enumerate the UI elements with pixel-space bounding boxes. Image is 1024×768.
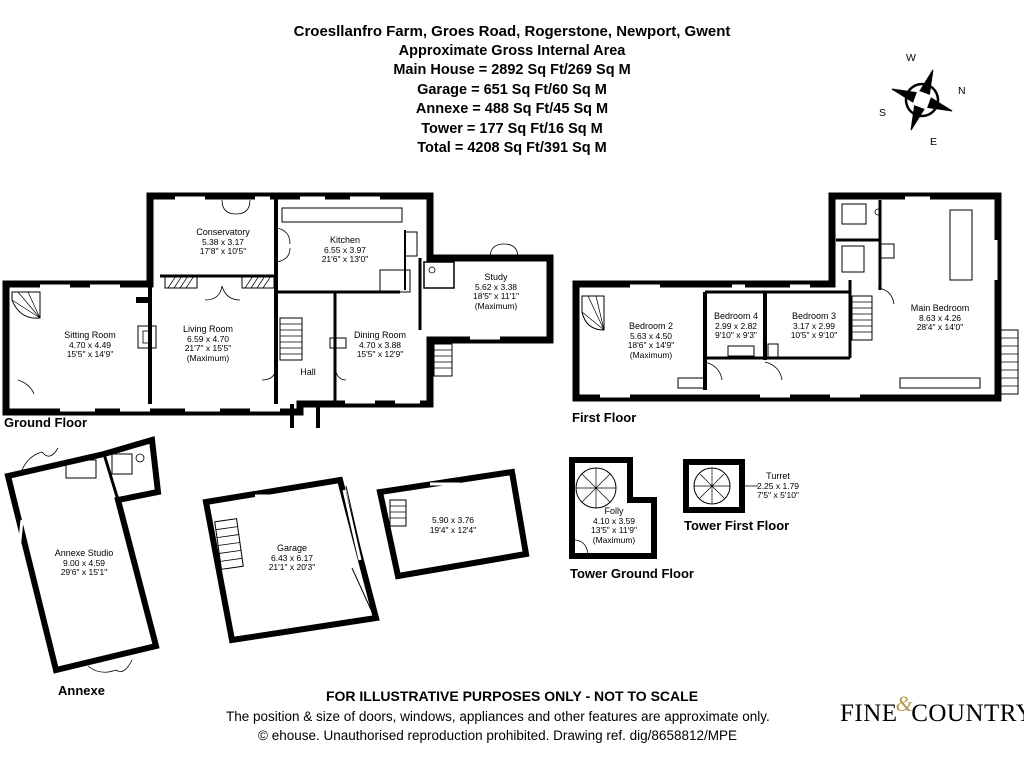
compass-north-label: N bbox=[958, 85, 966, 97]
room-main-bedroom: Main Bedroom 8.63 x 4.26 28'4" x 14'0" bbox=[910, 303, 970, 332]
room-hall: Hall bbox=[300, 367, 316, 377]
ground-floor-label: Ground Floor bbox=[4, 415, 88, 430]
compass-east-label: E bbox=[930, 136, 938, 148]
plan-header: Croesllanfro Farm, Groes Road, Rogerston… bbox=[0, 22, 1024, 159]
room-bedroom-3: Bedroom 3 3.17 x 2.99 10'5" x 9'10" bbox=[790, 311, 838, 340]
garage-plan bbox=[202, 476, 380, 644]
area-tower: Tower = 177 Sq Ft/16 Sq M bbox=[421, 120, 603, 137]
annexe-label: Annexe bbox=[58, 683, 105, 698]
tower-ground-floor-label: Tower Ground Floor bbox=[570, 566, 694, 581]
tower-ground-plan bbox=[569, 457, 657, 559]
area-garage: Garage = 651 Sq Ft/60 Sq M bbox=[417, 81, 607, 98]
room-folly: Folly 4.10 x 3.59 13'5" x 11'9" (Maximum… bbox=[591, 506, 637, 545]
property-address: Croesllanfro Farm, Groes Road, Rogerston… bbox=[293, 23, 731, 40]
compass-south-label: S bbox=[879, 107, 887, 119]
first-floor-label: First Floor bbox=[572, 410, 637, 425]
first-floor-plan bbox=[572, 192, 1019, 402]
room-annexe-studio: Annexe Studio 9.00 x 4.59 29'6" x 15'1" bbox=[54, 548, 114, 577]
fine-and-country-logo: Fine&Country bbox=[840, 691, 1024, 727]
ground-floor-plan bbox=[2, 192, 554, 428]
tower-first-plan bbox=[683, 459, 758, 513]
room-sitting: Sitting Room 4.70 x 4.49 15'5" x 14'9" bbox=[64, 330, 116, 359]
copyright-text: © ehouse. Unauthorised reproduction proh… bbox=[258, 728, 737, 743]
tower-first-floor-label: Tower First Floor bbox=[684, 518, 790, 533]
room-kitchen: Kitchen 6.55 x 3.97 21'6" x 13'0" bbox=[321, 235, 369, 264]
room-study: Study 5.62 x 3.38 18'5" x 11'1" (Maximum… bbox=[473, 272, 519, 311]
room-turret: Turret 2.25 x 1.79 7'5" x 5'10" bbox=[756, 471, 800, 500]
room-bedroom-2: Bedroom 2 5.63 x 4.50 18'6" x 14'9" (Max… bbox=[627, 321, 675, 360]
area-total: Total = 4208 Sq Ft/391 Sq M bbox=[417, 140, 607, 156]
annexe-plan bbox=[4, 436, 162, 674]
area-main-house: Main House = 2892 Sq Ft/269 Sq M bbox=[393, 62, 631, 78]
room-conservatory: Conservatory 5.38 x 3.17 17'8" x 10'5" bbox=[196, 227, 250, 256]
compass-west-label: W bbox=[906, 52, 916, 64]
approximation-note: The position & size of doors, windows, a… bbox=[226, 709, 770, 724]
room-bedroom-4: Bedroom 4 2.99 x 2.82 9'10" x 9'3" bbox=[713, 311, 759, 340]
room-dining: Dining Room 4.70 x 3.88 15'5" x 12'9" bbox=[353, 330, 407, 359]
room-garage: Garage 6.43 x 6.17 21'1" x 20'3" bbox=[268, 543, 316, 572]
compass-rose bbox=[891, 69, 953, 131]
area-subtitle: Approximate Gross Internal Area bbox=[398, 42, 626, 59]
room-living: Living Room 6.59 x 4.70 21'7" x 15'5" (M… bbox=[182, 324, 234, 363]
disclaimer-text: FOR ILLUSTRATIVE PURPOSES ONLY - NOT TO … bbox=[325, 688, 699, 704]
room-garage-upper: 5.90 x 3.76 19'4" x 12'4" bbox=[429, 515, 477, 535]
area-annexe: Annexe = 488 Sq Ft/45 Sq M bbox=[415, 101, 609, 117]
garage-upper-plan bbox=[376, 468, 530, 580]
